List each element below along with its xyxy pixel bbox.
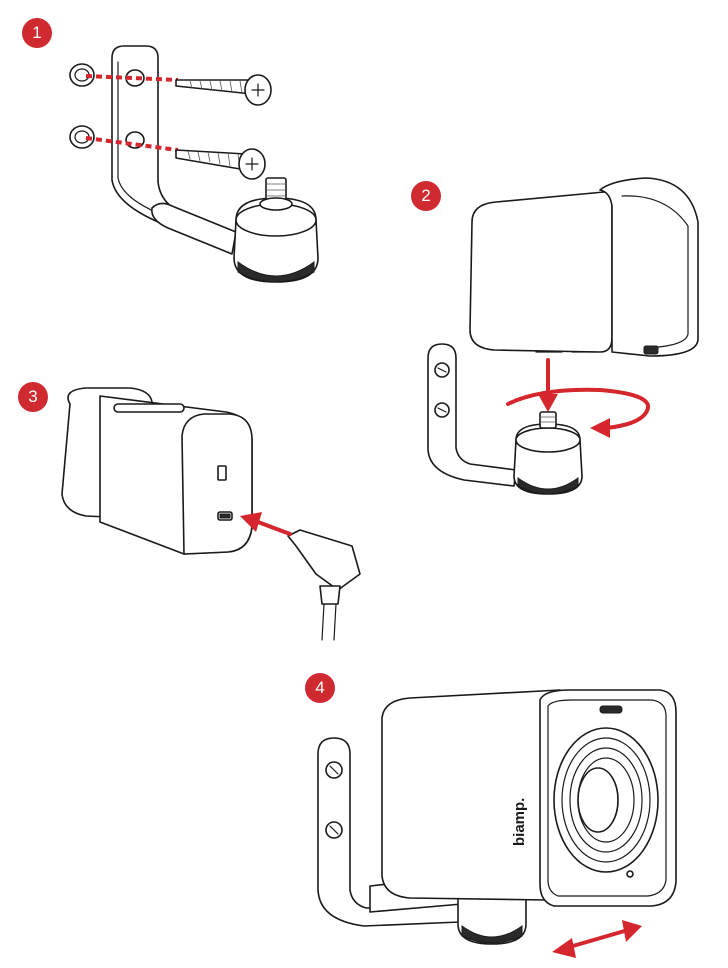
step-2-badge: 2	[411, 181, 441, 211]
step-4-badge: 4	[305, 673, 335, 703]
usb-cable	[287, 529, 361, 641]
bracket-2	[427, 343, 517, 487]
step-2-illustration	[427, 177, 699, 495]
screw-bottom	[175, 148, 266, 180]
ball-mount	[233, 177, 319, 283]
step-1-badge: 1	[22, 18, 52, 48]
wall-anchor-bottom	[69, 125, 95, 149]
step-3-badge: 3	[18, 382, 48, 412]
camera-body	[469, 177, 699, 357]
camera-rear	[61, 387, 253, 555]
alignment-line-bottom	[85, 136, 179, 152]
rotate-arrow	[506, 387, 650, 438]
ball-mount-2	[513, 411, 583, 495]
screw-top	[175, 74, 272, 106]
step-3-illustration	[61, 387, 361, 641]
alignment-line-top	[85, 74, 179, 82]
step-1-illustration	[69, 45, 319, 283]
camera-front	[381, 689, 677, 907]
step-4-illustration: biamp.	[317, 689, 677, 958]
down-arrow	[538, 358, 558, 412]
plug-arrow	[240, 512, 292, 536]
pan-arrow	[552, 920, 642, 958]
wall-anchor-top	[69, 63, 95, 87]
brand-label: biamp.	[511, 798, 528, 846]
